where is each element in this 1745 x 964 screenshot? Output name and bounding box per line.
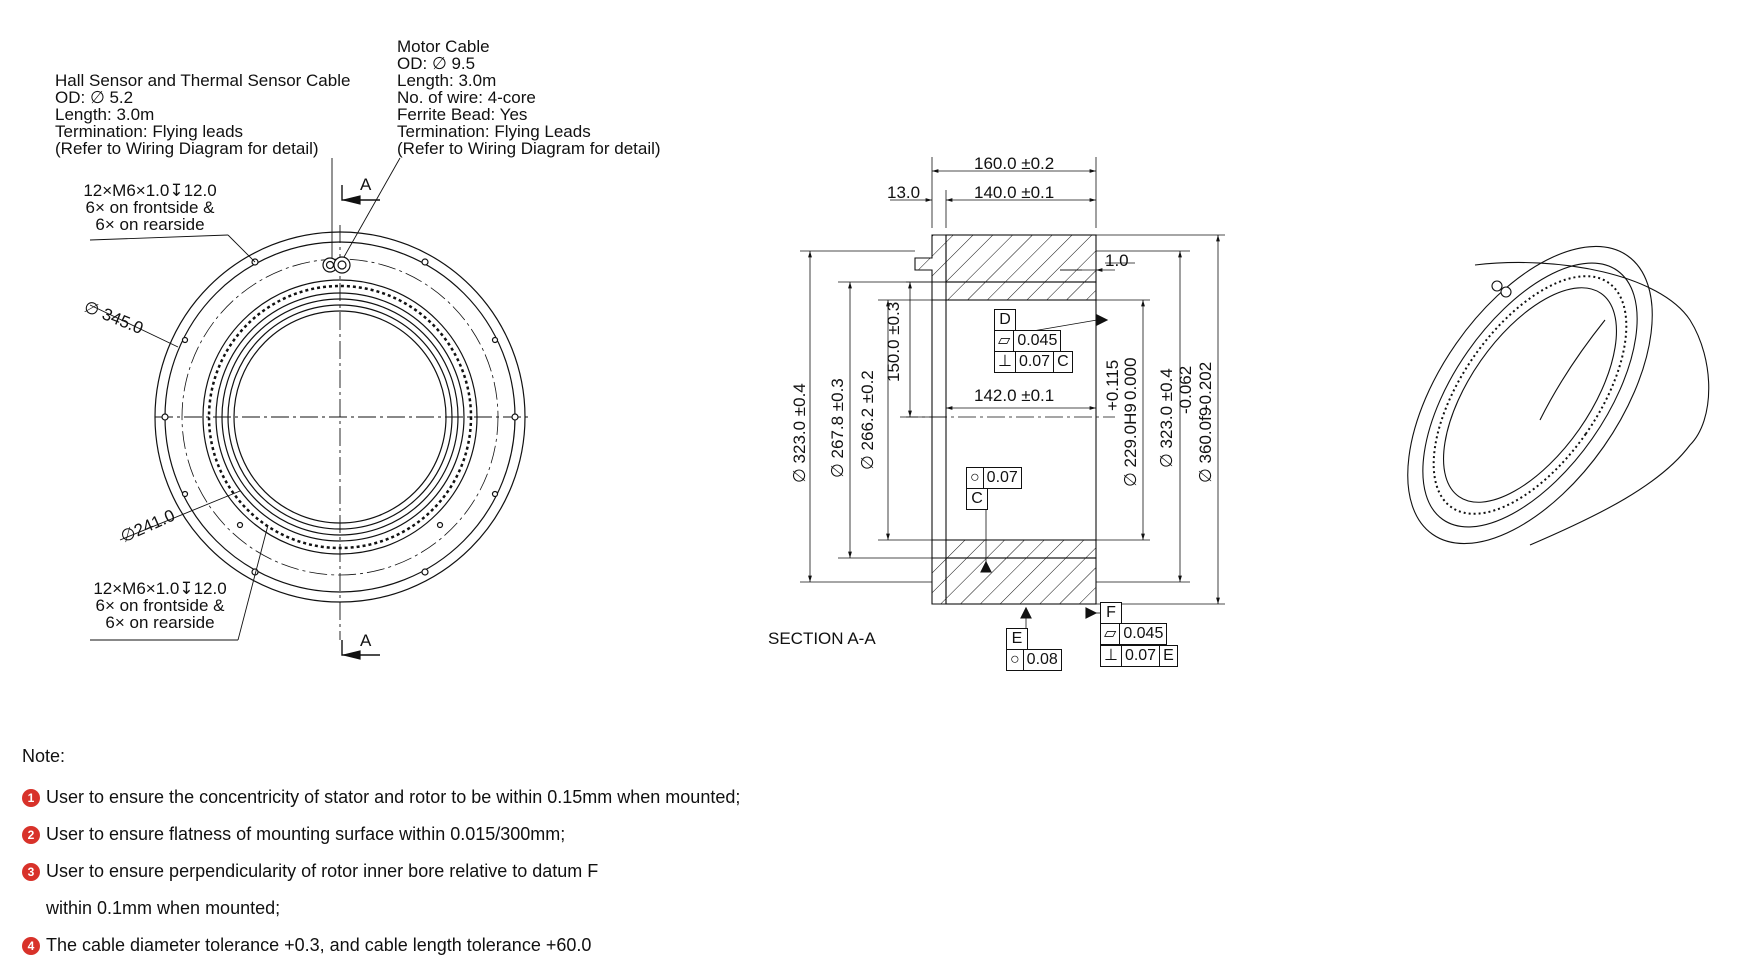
fcf-e-circularity: ○ 0.08: [1006, 649, 1062, 671]
callout-line: Hall Sensor and Thermal Sensor Cable: [55, 71, 351, 90]
section-mark-top: A: [360, 175, 372, 194]
fcf-value: 0.08: [1026, 651, 1058, 668]
fcf-c-circularity: ○ 0.07: [966, 467, 1022, 489]
fcf-d-perpendicularity: ⊥ 0.07 C: [994, 351, 1073, 373]
note-text: User to ensure flatness of mounting surf…: [46, 824, 566, 844]
callout-line: 6× on rearside: [105, 613, 215, 632]
circularity-icon: ○: [967, 468, 984, 488]
callout-line: Termination: Flying Leads: [397, 122, 591, 141]
callout-line: OD: ∅ 5.2: [55, 88, 134, 107]
callout-line: Termination: Flying leads: [55, 122, 244, 141]
datum-d: D: [994, 309, 1016, 331]
datum-f: F: [1100, 602, 1122, 624]
fcf-value: 0.045: [1017, 332, 1058, 349]
note-item: 2 User to ensure flatness of mounting su…: [22, 816, 740, 853]
callout-line: OD: ∅ 9.5: [397, 54, 476, 73]
callout-line: Length: 3.0m: [55, 105, 155, 124]
note-number-badge: 1: [22, 788, 40, 807]
fcf-datum-ref: C: [1057, 353, 1069, 370]
front-view: [89, 157, 530, 660]
dim-229-tol-upper: +0.115: [1103, 359, 1122, 411]
fcf-value: 0.045: [1123, 625, 1164, 642]
note-number-badge: 3: [22, 862, 40, 881]
section-title: SECTION A-A: [768, 629, 876, 648]
dim-323-left: ∅ 323.0 ±0.4: [790, 383, 809, 483]
flatness-icon: ▱: [1101, 624, 1121, 644]
callout-line: 12×M6×1.0↧12.0: [83, 181, 217, 200]
dim-229: ∅ 229.0H9: [1121, 403, 1140, 487]
fcf-f-perpendicularity: ⊥ 0.07 E: [1100, 645, 1178, 667]
dim-267: ∅ 267.8 ±0.3: [828, 378, 847, 478]
datum-e: E: [1006, 628, 1028, 650]
flatness-icon: ▱: [995, 331, 1015, 351]
fcf-d-flatness: ▱ 0.045: [994, 330, 1062, 352]
note-continuation: within 0.1mm when mounted;: [46, 898, 281, 918]
note-text: The cable diameter tolerance +0.3, and c…: [46, 935, 592, 955]
holes-top-callout: 12×M6×1.0↧12.0 6× on frontside & 6× on r…: [70, 182, 230, 233]
note-text: User to ensure the concentricity of stat…: [46, 787, 741, 807]
callout-line: Ferrite Bead: Yes: [397, 105, 528, 124]
callout-line: (Refer to Wiring Diagram for detail): [397, 139, 661, 158]
mounting-holes: [161, 258, 519, 576]
outer-ring: [154, 231, 526, 603]
callout-line: Length: 3.0m: [397, 71, 497, 90]
fcf-value: 0.07: [1122, 646, 1161, 666]
section-mark-bottom: A: [360, 631, 372, 650]
notes-title: Note:: [22, 746, 66, 766]
notes-block: Note: 1 User to ensure the concentricity…: [22, 746, 740, 964]
callout-line: 6× on frontside &: [95, 596, 225, 615]
dim-140: 140.0 ±0.1: [974, 183, 1055, 202]
callout-line: 12×M6×1.0↧12.0: [93, 579, 227, 598]
callout-line: No. of wire: 4-core: [397, 88, 536, 107]
dim-13: 13.0: [887, 183, 921, 202]
fcf-value: 0.07: [1016, 352, 1055, 372]
dim-266: ∅ 266.2 ±0.2: [858, 370, 877, 470]
note-item: 3 User to ensure perpendicularity of rot…: [22, 853, 740, 890]
fcf-datum-ref: E: [1163, 647, 1174, 664]
dim-360: ∅ 360.0f9: [1196, 406, 1215, 483]
dim-229-tol-lower: 0.000: [1121, 357, 1140, 400]
holes-bottom-callout: 12×M6×1.0↧12.0 6× on frontside & 6× on r…: [80, 580, 240, 631]
callout-line: 6× on rearside: [95, 215, 205, 234]
dim-150: 150.0 ±0.3: [884, 301, 903, 382]
circularity-icon: ○: [1007, 650, 1024, 670]
motor-cable-callout: Motor Cable OD: ∅ 9.5 Length: 3.0m No. o…: [397, 38, 661, 157]
note-item: 1 User to ensure the concentricity of st…: [22, 779, 740, 816]
note-number-badge: 4: [22, 936, 40, 955]
fcf-value: 0.07: [986, 469, 1018, 486]
dim-142: 142.0 ±0.1: [974, 386, 1055, 405]
fcf-f-flatness: ▱ 0.045: [1100, 623, 1168, 645]
callout-line: 6× on frontside &: [85, 198, 215, 217]
datum-c: C: [966, 488, 988, 510]
section-view: [800, 157, 1225, 640]
note-number-badge: 2: [22, 825, 40, 844]
perpendicularity-icon: ⊥: [995, 352, 1016, 372]
dim-323-right: ∅ 323.0 ±0.4: [1157, 368, 1176, 468]
note-text: User to ensure perpendicularity of rotor…: [46, 861, 599, 881]
dim-360-tol-upper: -0.062: [1176, 365, 1195, 414]
note-item: 4 The cable diameter tolerance +0.3, and…: [22, 927, 740, 964]
dim-360-tol-lower: -0.202: [1196, 361, 1215, 410]
dim-160: 160.0 ±0.2: [974, 154, 1055, 173]
cable-glands: [322, 256, 351, 274]
callout-line: (Refer to Wiring Diagram for detail): [55, 139, 319, 158]
dim-1: 1.0: [1105, 251, 1129, 270]
callout-line: Motor Cable: [397, 37, 490, 56]
isometric-view: [1407, 245, 1710, 546]
perpendicularity-icon: ⊥: [1101, 646, 1122, 666]
hall-cable-callout: Hall Sensor and Thermal Sensor Cable OD:…: [55, 72, 350, 157]
